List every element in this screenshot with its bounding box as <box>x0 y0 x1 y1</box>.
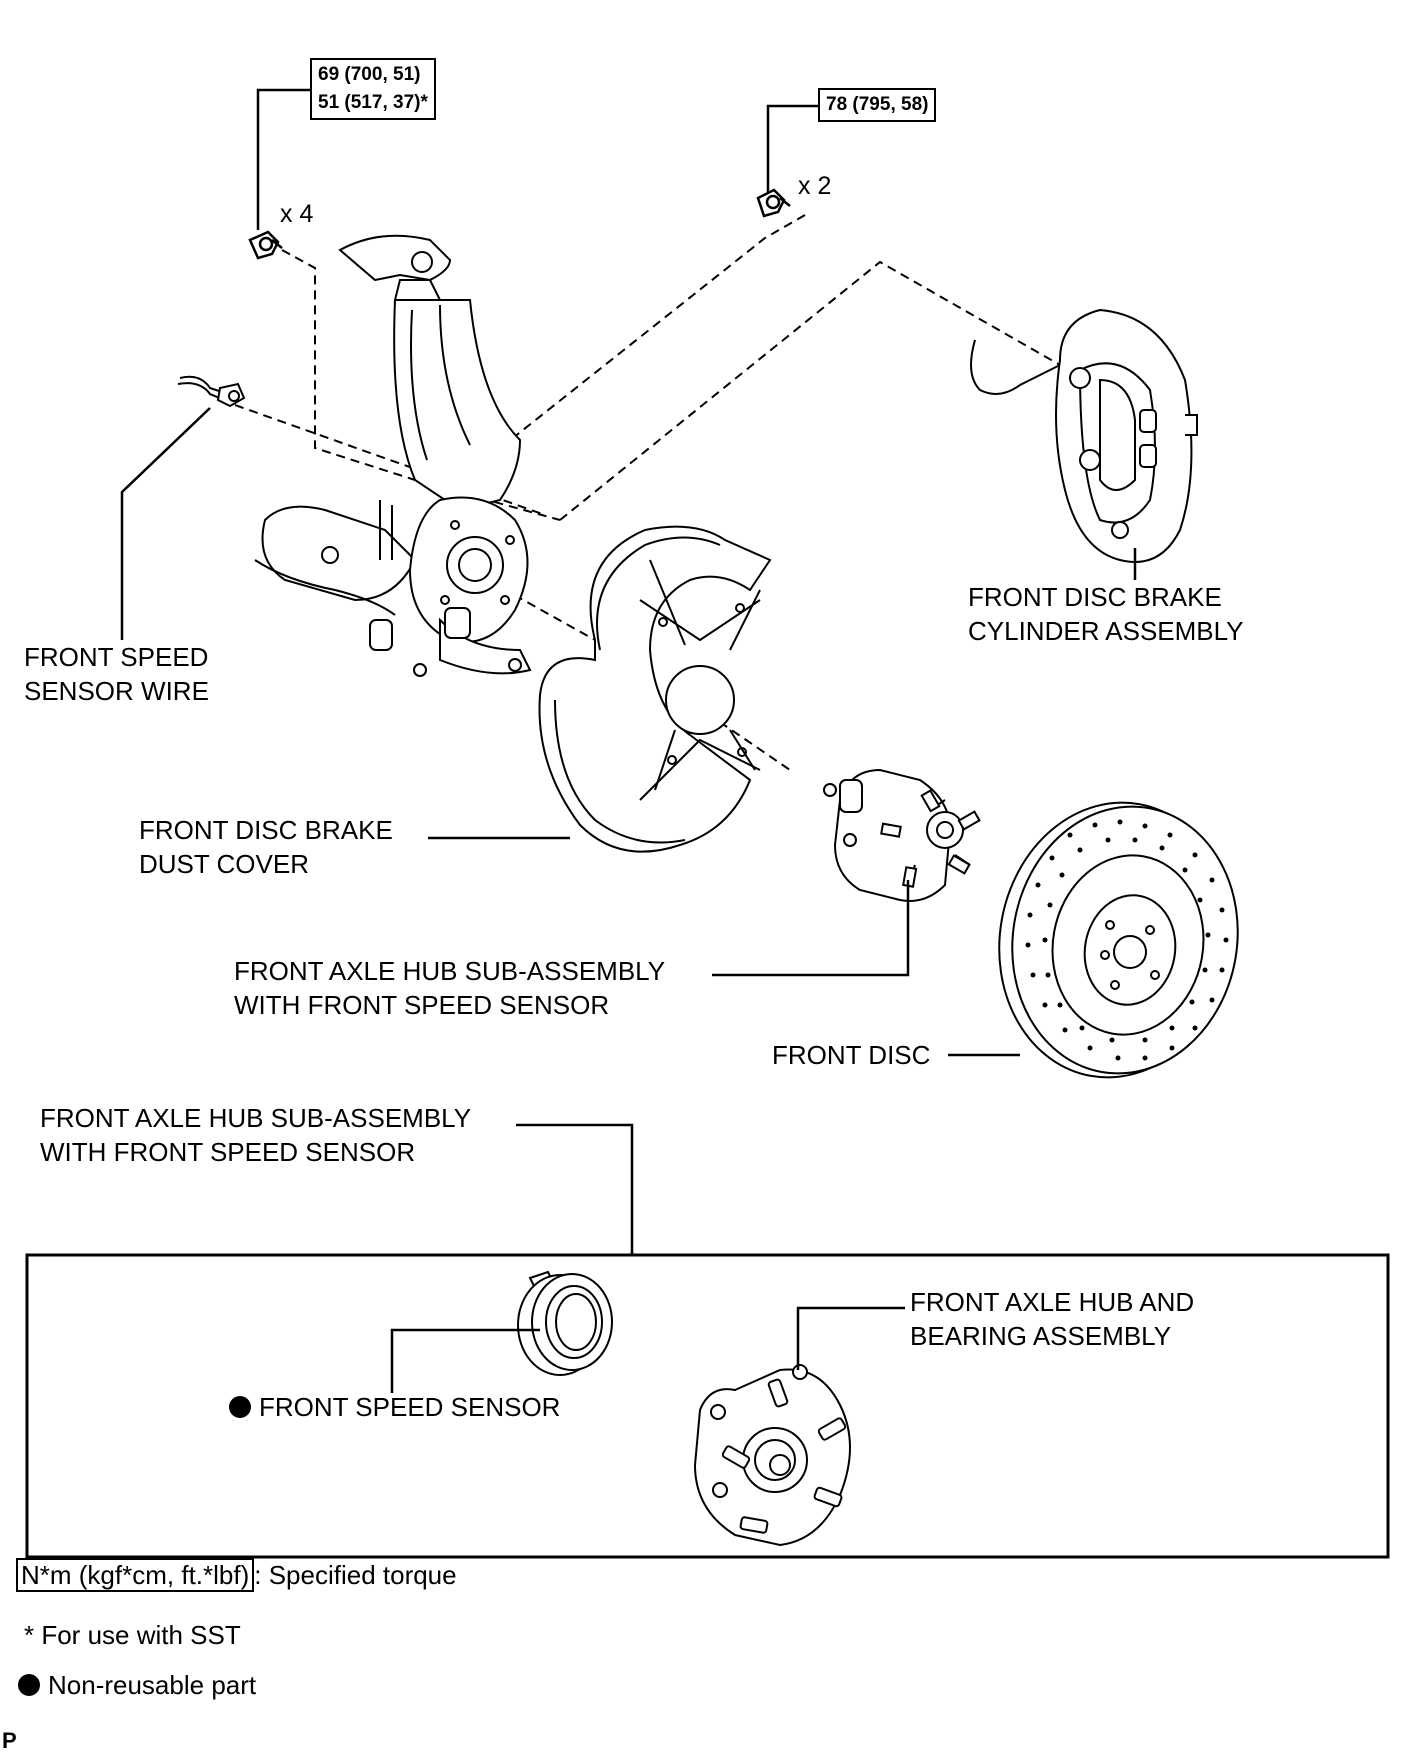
legend-torque-desc: : Specified torque <box>254 1560 457 1590</box>
knuckle-bolt-torque-line1: 69 (700, 51) <box>318 64 421 85</box>
torque-leaders <box>256 88 824 230</box>
dust-cover-illustration <box>428 525 772 853</box>
sensor-wire-label-line1: FRONT SPEED <box>24 642 209 672</box>
detail-view-box <box>25 1123 1390 1559</box>
hub-sub-assembly-label: FRONT AXLE HUB SUB-ASSEMBLY WITH FRONT S… <box>234 954 665 1022</box>
hub-sub-assembly-label-line2: WITH FRONT SPEED SENSOR <box>234 990 610 1020</box>
caliper-bolt-torque-box: 78 (795, 58) <box>818 88 937 122</box>
legend-dot-icon <box>18 1674 40 1696</box>
front-disc-label: FRONT DISC <box>772 1040 931 1070</box>
steering-knuckle-illustration <box>254 234 532 677</box>
hub-bearing-label-line2: BEARING ASSEMBLY <box>910 1321 1172 1351</box>
dust-cover-label: FRONT DISC BRAKE DUST COVER <box>139 813 393 881</box>
speed-sensor-wire-illustration <box>120 375 246 640</box>
non-reusable-dot-icon <box>229 1396 251 1418</box>
caliper-label-line2: CYLINDER ASSEMBLY <box>968 616 1244 646</box>
legend-non-reusable-text: Non-reusable part <box>48 1670 257 1700</box>
hub-assembly-illustration <box>712 768 981 977</box>
knuckle-bolt-quantity: x 4 <box>280 200 314 228</box>
caliper-bolt-torque-value: 78 (795, 58) <box>826 94 929 115</box>
sensor-wire-label: FRONT SPEED SENSOR WIRE <box>24 640 209 708</box>
legend-torque: N*m (kgf*cm, ft.*lbf): Specified torque <box>16 1558 457 1592</box>
dust-cover-label-line2: DUST COVER <box>139 849 309 879</box>
caliper-label-line1: FRONT DISC BRAKE <box>968 582 1222 612</box>
legend-sst-note: * For use with SST <box>24 1620 241 1650</box>
detail-hub-sub-assembly-label: FRONT AXLE HUB SUB-ASSEMBLY WITH FRONT S… <box>40 1101 471 1169</box>
caliper-bolt-quantity: x 2 <box>798 172 832 200</box>
detail-hub-label-line2: WITH FRONT SPEED SENSOR <box>40 1137 416 1167</box>
knuckle-bolt-torque-box: 69 (700, 51) 51 (517, 37)* <box>310 58 436 120</box>
hub-sub-assembly-label-line1: FRONT AXLE HUB SUB-ASSEMBLY <box>234 956 666 986</box>
legend-non-reusable: Non-reusable part <box>18 1670 256 1701</box>
brake-caliper-illustration <box>970 308 1198 580</box>
brake-disc-illustration <box>948 801 1239 1079</box>
disc-drill-holes <box>1025 819 1229 1061</box>
sensor-wire-label-line2: SENSOR WIRE <box>24 676 209 706</box>
knuckle-bolt-icon <box>248 230 283 260</box>
dust-cover-label-line1: FRONT DISC BRAKE <box>139 815 393 845</box>
hub-bearing-illustration <box>693 1306 905 1547</box>
hub-bearing-label-line1: FRONT AXLE HUB AND <box>910 1287 1195 1317</box>
footer-code: P <box>2 1728 17 1753</box>
detail-hub-label-line1: FRONT AXLE HUB SUB-ASSEMBLY <box>40 1103 472 1133</box>
caliper-label: FRONT DISC BRAKE CYLINDER ASSEMBLY <box>968 580 1244 648</box>
speed-sensor-label: FRONT SPEED SENSOR <box>229 1390 560 1424</box>
speed-sensor-illustration <box>390 1270 613 1393</box>
legend-torque-unit-box: N*m (kgf*cm, ft.*lbf) <box>16 1558 255 1592</box>
caliper-bolt-icon <box>756 188 791 218</box>
speed-sensor-label-text: FRONT SPEED SENSOR <box>259 1392 561 1422</box>
knuckle-bolt-torque-line2: 51 (517, 37)* <box>318 92 428 113</box>
hub-bearing-label: FRONT AXLE HUB AND BEARING ASSEMBLY <box>910 1285 1194 1353</box>
